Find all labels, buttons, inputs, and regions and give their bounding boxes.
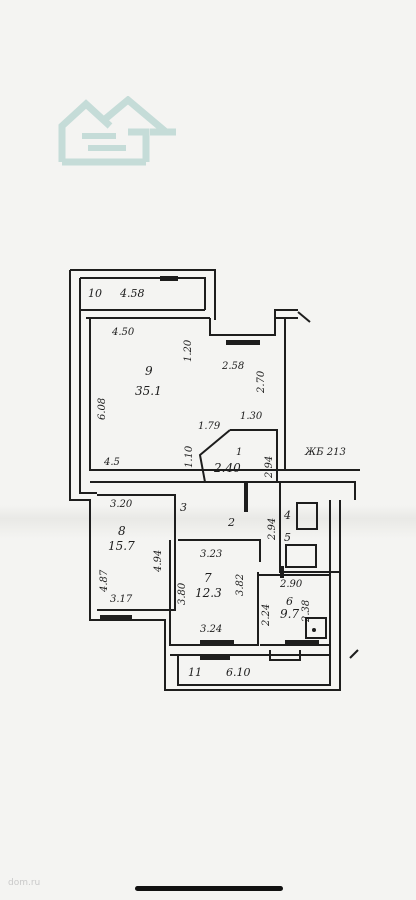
room-4-number: 4 <box>284 509 291 522</box>
room-9-dim-right-top: 2.58 <box>222 361 245 372</box>
paper-fold <box>0 505 416 539</box>
room-1-dim-b: 1.10 <box>184 445 195 468</box>
room-7-dim-bottom: 3.24 <box>200 624 223 635</box>
room-8-area: 15.7 <box>108 539 135 553</box>
room-9-dim-v2: 2.70 <box>256 370 267 393</box>
room-6-dim-left: 2.24 <box>261 603 272 626</box>
room-9-dim-top: 4.50 <box>112 327 135 338</box>
room-1-dim-a: 1.79 <box>198 421 221 432</box>
room-7-dim-top: 3.23 <box>200 549 223 560</box>
room-9-number: 9 <box>145 364 153 378</box>
room-7-dim-left: 3.80 <box>177 582 188 605</box>
room-8-dim-bottom: 3.17 <box>110 594 133 605</box>
watermark: dom.ru <box>8 878 41 888</box>
room-6-area: 9.7 <box>280 607 300 621</box>
room-8-dim-right: 4.94 <box>153 549 164 572</box>
room-8-number: 8 <box>118 524 126 538</box>
balcony-top-length: 4.58 <box>120 287 145 300</box>
room-5-number: 5 <box>284 531 291 544</box>
room-7-area: 12.3 <box>195 586 222 600</box>
room-6-number: 6 <box>286 595 293 608</box>
room-2-dim: 2.94 <box>267 517 278 540</box>
room-1-area: 2.40 <box>214 461 241 475</box>
room-6-dim-right: 2.38 <box>301 599 312 622</box>
room-9-dim-v1: 1.20 <box>183 339 194 362</box>
house-logo-icon <box>58 96 176 166</box>
shaft-label: ЖБ 213 <box>305 447 346 458</box>
room-8-dim-left: 4.87 <box>99 569 110 592</box>
room-9-dim-left: 6.08 <box>97 397 108 420</box>
room-1-dim-c: 2.94 <box>264 455 275 478</box>
room-7-dim-right: 3.82 <box>235 573 246 596</box>
home-indicator[interactable] <box>135 886 283 891</box>
room-9-area: 35.1 <box>135 384 162 398</box>
room-8-dim-top: 3.20 <box>110 499 133 510</box>
room-3-number: 3 <box>180 501 187 514</box>
balcony-bottom-number: 11 <box>188 666 202 679</box>
balcony-bottom-length: 6.10 <box>226 666 251 679</box>
room-2-number: 2 <box>228 516 235 529</box>
balcony-top-number: 10 <box>88 287 102 300</box>
room-1-number: 1 <box>236 447 243 458</box>
room-9-dim-mid: 1.30 <box>240 411 263 422</box>
room-6-dim-top: 2.90 <box>280 579 303 590</box>
room-7-number: 7 <box>204 571 212 585</box>
room-9-dim-bottom: 4.5 <box>104 457 120 468</box>
